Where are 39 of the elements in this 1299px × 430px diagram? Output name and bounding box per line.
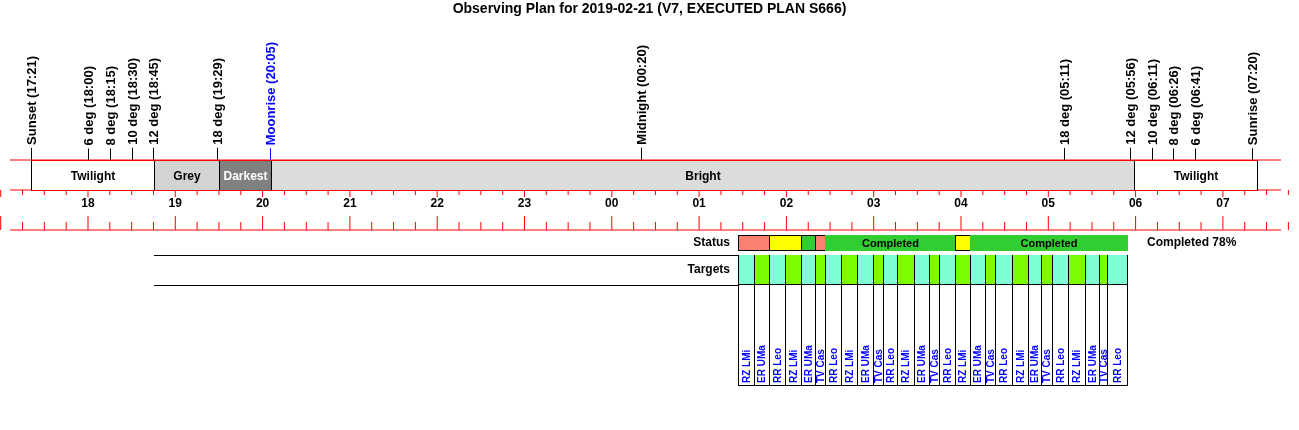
completion-percent: Completed 78%	[1147, 235, 1237, 249]
row-label: Targets	[687, 262, 730, 276]
target-column: RZ LMi	[1068, 255, 1086, 386]
target-column: RR Leo	[995, 255, 1013, 386]
target-column: ER UMa	[1028, 255, 1042, 386]
status-segment	[769, 235, 802, 251]
hour-label: 06	[1127, 196, 1144, 210]
hour-label: 02	[778, 196, 795, 210]
hour-label: 23	[516, 196, 533, 210]
hour-label: 07	[1215, 196, 1231, 210]
status-segment	[738, 235, 770, 251]
target-column: ER UMa	[754, 255, 770, 386]
hour-label: 00	[604, 196, 620, 210]
hour-label: 01	[691, 196, 707, 210]
target-column: ER UMa	[970, 255, 986, 386]
status-segment: Completed	[970, 235, 1128, 251]
target-column: TV Cas	[1041, 255, 1053, 386]
row-label: Status	[693, 235, 730, 249]
hour-label: 04	[953, 196, 969, 210]
plan-title: Observing Plan for 2019-02-21 (V7, EXECUTED PLAN S666)	[451, 0, 848, 16]
hour-label: 03	[866, 196, 882, 210]
light-band: Darkest	[219, 160, 272, 191]
light-band: Twilight	[1134, 160, 1258, 191]
status-segment	[955, 235, 971, 251]
target-column: RR Leo	[1107, 255, 1128, 386]
hour-label: 18	[80, 196, 96, 210]
target-column: ER UMa	[914, 255, 930, 386]
hour-label: 20	[254, 196, 271, 210]
light-band: Twilight	[31, 160, 155, 191]
hour-label: 21	[342, 196, 358, 210]
hour-label: 19	[167, 196, 183, 210]
hour-label: 22	[429, 196, 445, 210]
status-segment: Completed	[825, 235, 956, 251]
target-column: RZ LMi	[897, 255, 915, 386]
light-band: Grey	[154, 160, 220, 191]
hour-label: 05	[1040, 196, 1056, 210]
target-column: RZ LMi	[955, 255, 971, 386]
light-band: Bright	[271, 160, 1135, 191]
status-segment	[815, 235, 826, 251]
